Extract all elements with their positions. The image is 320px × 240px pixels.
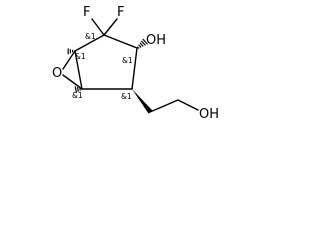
epoxide-oxygen-label: O [52,66,62,81]
bond-c-f1 [91,18,105,36]
bond-cf2-coh [103,34,138,49]
stereo-label-coh: &1 [122,56,133,65]
bond-cepox-bottom-cepox-top [74,50,83,90]
ring-hydroxyl-label: OH [146,33,166,48]
hashed-bond-epoxide-top [67,48,74,55]
fluorine-label-2: F [117,5,124,20]
bond-ch2-oh [177,99,199,111]
hashed-bond-ring-oh [136,38,148,49]
chain-hydroxyl-label: OH [199,107,219,122]
bond-ch2-ch2 [149,99,179,113]
bond-o-cepox-bottom [62,74,83,90]
bond-coh-cchain [131,47,138,90]
fluorine-label-1: F [83,5,90,20]
hashed-bond-epoxide-bottom [74,86,81,94]
bond-c-f2 [103,18,118,36]
stereo-label-side-chain: &1 [121,92,132,101]
wedge-bond-side-chain [132,89,153,114]
molecule-structure: F F OH O OH &1 &1 &1 &1 &1 [52,5,219,122]
stereo-label-cf2: &1 [85,32,96,41]
bond-o-cepox-top [62,50,76,70]
bond-cepox-top-cf2 [74,34,105,52]
stereo-label-epoxide-top: &1 [75,52,86,61]
stereo-label-epoxide-bottom: &1 [72,91,83,100]
